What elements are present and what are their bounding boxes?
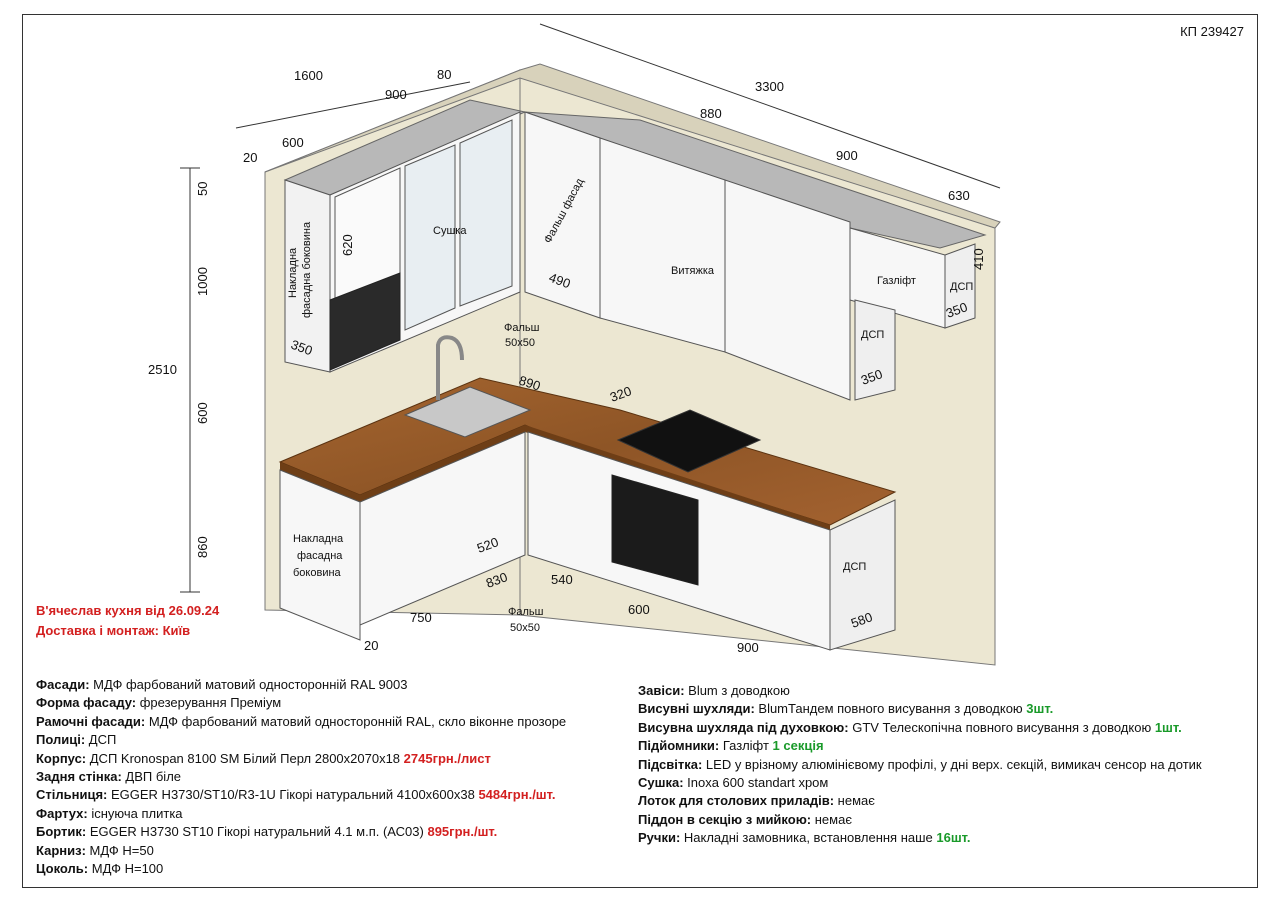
glass-door-1 [404, 144, 456, 331]
dim-630: 630 [948, 188, 970, 203]
spec-row: Рамочні фасади: МДФ фарбований матовий о… [36, 713, 567, 729]
label-rebate-base-1: Фальш [508, 606, 544, 618]
dim-900-base: 900 [737, 640, 759, 655]
spec-row: Піддон в секцію з мийкою: немає [638, 811, 852, 827]
dim-50: 50 [195, 182, 210, 196]
microwave [329, 272, 401, 371]
oven [611, 474, 699, 586]
note-client-date: В'ячеслав кухня від 26.09.24 [36, 603, 220, 618]
spec-row: Цоколь: МДФ Н=100 [36, 861, 164, 877]
dim-830: 830 [484, 569, 510, 591]
dim-80: 80 [437, 67, 451, 82]
base-left-front [359, 431, 526, 626]
base-dsp-side [829, 499, 896, 651]
label-rebate-base-2: 50х50 [510, 622, 540, 634]
label-side-panel-upper-2: фасадна боковина [301, 221, 313, 318]
spec-row: Фартух: існуюча плитка [36, 805, 183, 821]
dim-880: 880 [700, 106, 722, 121]
label-rebate-upper-2: 50х50 [505, 337, 535, 349]
spec-row: Висувна шухляда під духовкою: GTV Телеск… [638, 719, 1182, 735]
glass-cabinet [724, 179, 851, 401]
page-frame [22, 14, 1258, 888]
dim-520: 520 [475, 534, 501, 556]
spec-row: Завіси: Blum з доводкою [638, 683, 790, 698]
dim-350-left: 350 [289, 337, 315, 359]
spec-row: Підйомники: Газліфт 1 секція [638, 738, 824, 754]
dim-750: 750 [410, 610, 432, 625]
dim-620: 620 [340, 234, 355, 256]
dim-490: 490 [547, 270, 573, 292]
dim-20-bottom: 20 [364, 638, 378, 653]
dim-600-height: 600 [195, 402, 210, 424]
mid-dsp-side [854, 299, 896, 401]
spec-row: Висувні шухляди: BlumТандем повного вису… [638, 701, 1054, 717]
project-code: КП 239427 [1180, 24, 1244, 39]
dim-350-right: 350 [944, 299, 970, 321]
spec-row: Ручки: Накладні замовника, встановлення … [638, 830, 971, 846]
spec-row: Корпус: ДСП Kronospan 8100 SM Білий Перл… [36, 750, 491, 766]
dim-350-mid: 350 [859, 366, 885, 388]
specs-right: Завіси: Blum з доводкою Висувні шухляди:… [638, 682, 1202, 848]
spec-row: Полиці: ДСП [36, 732, 117, 748]
label-side-panel-upper-1: Накладна [287, 247, 299, 298]
spec-row: Карниз: МДФ Н=50 [36, 842, 154, 858]
spec-row: Лоток для столових приладів: немає [638, 793, 875, 809]
dim-890: 890 [517, 373, 542, 394]
spec-row: Бортик: EGGER H3730 ST10 Гікорі натураль… [36, 824, 498, 840]
label-rebate-upper-1: Фальш [504, 322, 540, 334]
dim-320: 320 [608, 383, 634, 405]
label-hood: Витяжка [671, 265, 715, 277]
label-side-panel-base-3: боковина [293, 567, 342, 579]
label-side-panel-base-2: фасадна [297, 550, 343, 562]
label-dryer: Сушка [433, 225, 467, 237]
dim-580: 580 [849, 609, 875, 631]
hob [616, 409, 762, 473]
dim-600-base: 600 [628, 602, 650, 617]
sink [403, 386, 532, 438]
wall-top [264, 63, 1001, 229]
faucet [436, 335, 464, 400]
dim-line-left-top [235, 81, 471, 129]
spec-row: Сушка: Inoxa 600 standart хром [638, 775, 829, 791]
dim-410: 410 [971, 248, 986, 270]
glass-door-2 [459, 119, 513, 307]
dim-1600: 1600 [294, 68, 323, 83]
dim-600-top: 600 [282, 135, 304, 150]
spec-row: Форма фасаду: фрезерування Преміум [36, 695, 282, 711]
dim-3300: 3300 [755, 79, 784, 94]
dim-1000: 1000 [195, 267, 210, 296]
spec-row: Фасади: МДФ фарбований матовий односторо… [36, 677, 408, 692]
dim-860: 860 [195, 536, 210, 558]
label-gaslift: Газліфт [877, 275, 916, 287]
dim-20-top: 20 [243, 150, 257, 165]
label-dsp-base: ДСП [843, 561, 866, 573]
label-side-panel-base-1: Накладна [293, 533, 344, 545]
dim-line-total [539, 23, 1001, 189]
spec-row: Підсвітка: LED у врізному алюмінієвому п… [638, 756, 1202, 772]
upper-dsp-side [944, 243, 976, 329]
countertop-edge-left [280, 462, 360, 502]
label-dsp-upper: ДСП [950, 281, 973, 293]
dim-2510: 2510 [148, 362, 177, 377]
label-dsp-mid: ДСП [861, 329, 884, 341]
dim-900-upper-right: 900 [836, 148, 858, 163]
dim-540: 540 [551, 572, 573, 587]
specs-left: Фасади: МДФ фарбований матовий односторо… [36, 676, 566, 878]
note-delivery: Доставка і монтаж: Київ [36, 623, 191, 638]
dim-900-upper-left: 900 [385, 87, 407, 102]
spec-row: Задня стінка: ДВП біле [36, 769, 182, 785]
spec-row: Стільниця: EGGER H3730/ST10/R3-1U Гікорі… [36, 787, 556, 803]
base-left-side [279, 469, 361, 641]
